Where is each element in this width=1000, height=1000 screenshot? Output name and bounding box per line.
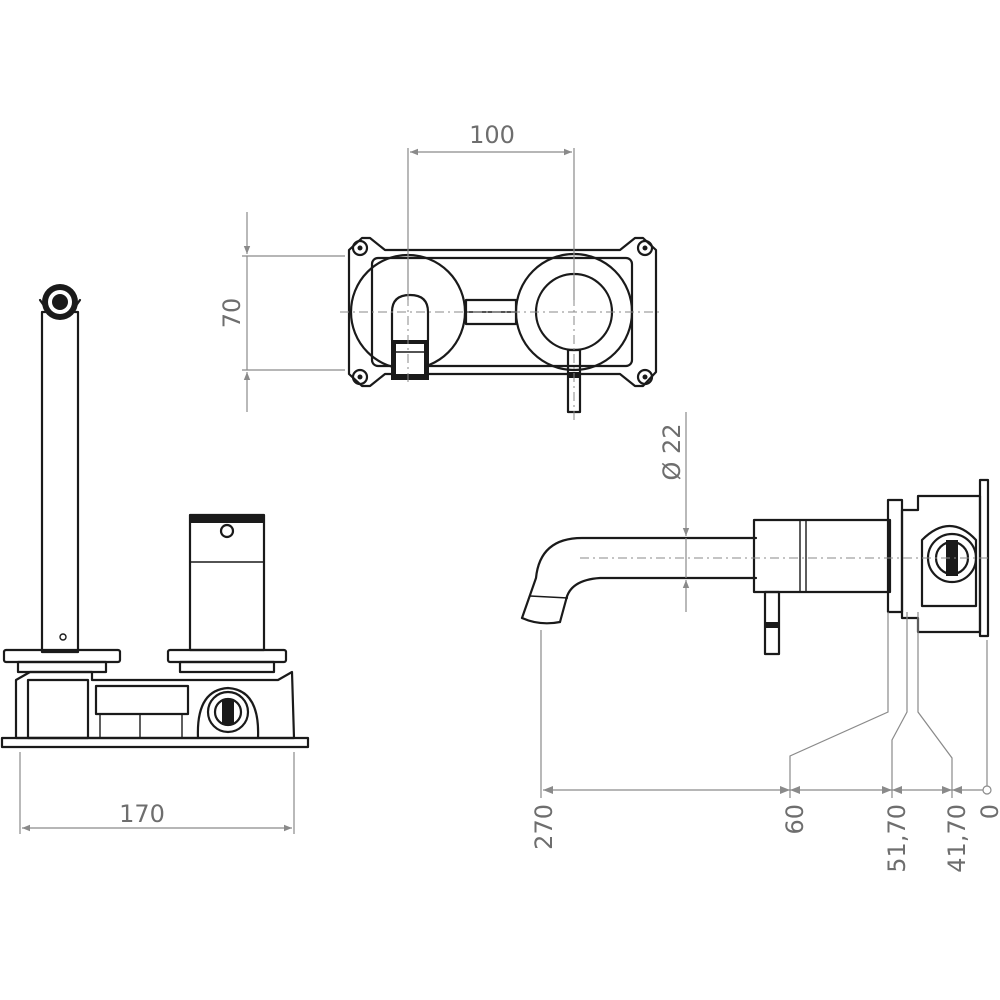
mixer-rosette [166, 648, 288, 664]
front-plate-outline [347, 236, 658, 388]
dimension-label-270: 270 [530, 804, 558, 850]
mounting-holes [351, 239, 654, 386]
dimension-label-d22: Ø 22 [658, 423, 686, 480]
box-connector [206, 690, 250, 734]
front-view [340, 236, 660, 420]
dimension-spout-diameter: Ø 22 [658, 412, 690, 612]
left-view [0, 284, 310, 749]
dimension-label-170: 170 [119, 800, 165, 828]
right-view [520, 478, 990, 656]
spout-front [390, 293, 430, 342]
dimension-label-100: 100 [469, 121, 515, 149]
spout-arm [520, 536, 758, 620]
dimension-front-width: 100 [407, 121, 575, 300]
left-base-plate [0, 736, 310, 749]
dimension-label-60: 60 [781, 804, 809, 835]
mixer-cap-screw [219, 523, 235, 539]
spout-tube-side [40, 310, 80, 654]
dimension-label-70: 70 [218, 298, 246, 329]
dimension-projections: 270 60 51,70 41,70 0 [530, 612, 1000, 873]
in-wall-box-elevation [900, 494, 982, 634]
mixer-body-side [188, 513, 266, 652]
dimension-label-0: 0 [976, 804, 1000, 819]
mixer-body-elevation [752, 518, 892, 594]
dimension-base-width: 170 [19, 752, 295, 834]
dimension-front-height: 70 [218, 212, 345, 412]
dimension-label-41-70: 41,70 [943, 804, 971, 873]
dimension-label-51-70: 51,70 [883, 804, 911, 873]
